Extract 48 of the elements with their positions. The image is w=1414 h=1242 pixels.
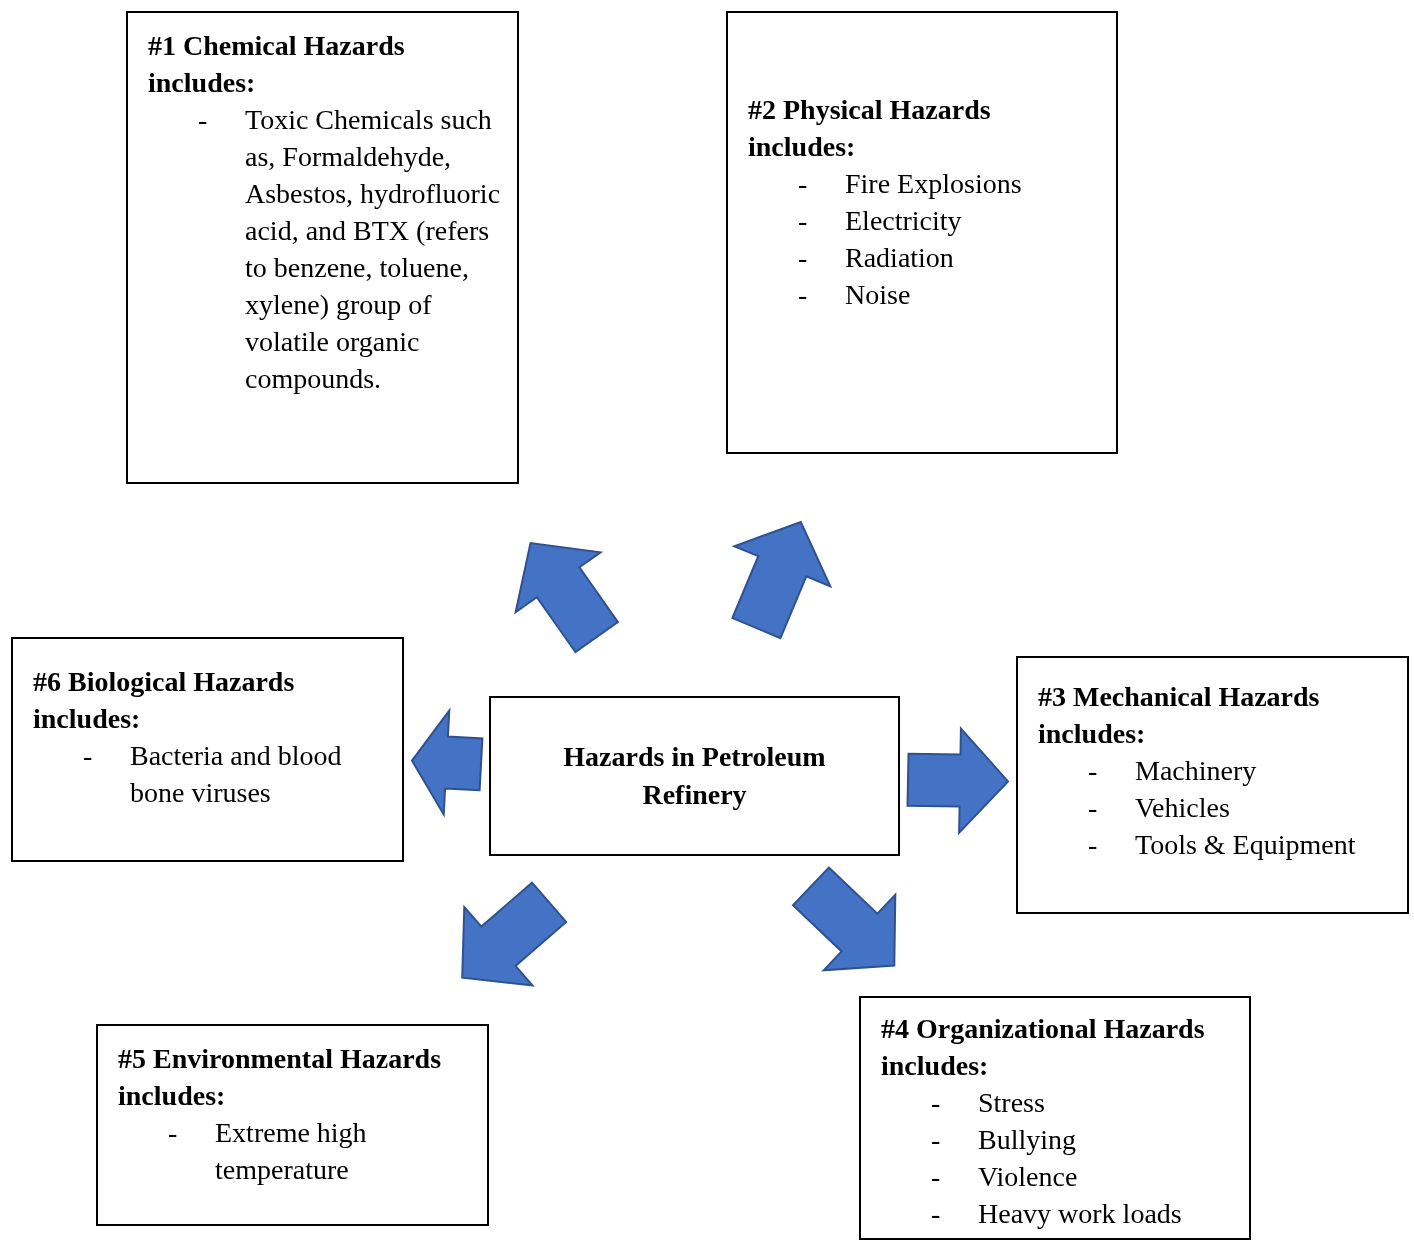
topic-box [489,696,900,856]
hazard-box [859,996,1251,1240]
list-dash: - [798,241,809,275]
list-item: Extreme high temperature [215,1116,368,1187]
list-dash: - [83,739,94,773]
list-dash: - [798,204,809,238]
list-item: Fire Explosions [845,167,1022,201]
list-item: Violence [978,1160,1078,1194]
list-dash: - [1088,828,1099,862]
list-item: Heavy work loads [978,1197,1182,1231]
list-dash: - [168,1116,179,1150]
hazard-heading: #2 Physical Hazards includes: [748,93,992,164]
hazard-box [1016,656,1409,914]
list-dash: - [1088,754,1099,788]
block-arrow [906,726,1010,836]
list-dash: - [931,1086,942,1120]
hazard-heading: #5 Environmental Hazards includes: [118,1042,443,1113]
list-item: Vehicles [1135,791,1230,825]
block-arrow [791,866,897,972]
list-item: Radiation [845,241,954,275]
list-dash: - [931,1160,942,1194]
list-item: Bacteria and blood bone viruses [130,739,343,810]
topic-title: Hazards in Petroleum Refinery [562,740,827,812]
list-item: Tools & Equipment [1135,828,1356,862]
hazard-box [96,1024,489,1226]
hazard-heading: #6 Biological Hazards includes: [33,665,296,736]
list-item: Machinery [1135,754,1257,788]
list-item: Noise [845,278,911,312]
list-dash: - [931,1123,942,1157]
list-dash: - [931,1197,942,1231]
block-arrow [514,541,620,654]
list-dash: - [1088,791,1099,825]
list-dash: - [798,167,809,201]
list-item: Stress [978,1086,1045,1120]
hazard-box [726,11,1118,454]
block-arrow [461,881,568,987]
hazard-heading: #3 Mechanical Hazards includes: [1038,680,1321,751]
block-arrow [731,520,833,640]
hazard-box [11,637,404,862]
list-item: Bullying [978,1123,1076,1157]
hazard-heading: #1 Chemical Hazards includes: [148,29,406,100]
list-dash: - [798,278,809,312]
list-item: Toxic Chemicals such as, Formaldehyde, Asbestos, hydrofluoric acid, and BTX (refers to benzene, toluene, xylene) group of volatile organic compounds. [245,103,502,396]
hazard-heading: #4 Organizational Hazards includes: [881,1012,1206,1083]
list-dash: - [198,103,209,137]
block-arrow [410,707,484,818]
list-item: Electricity [845,204,962,238]
hazard-box [126,11,519,484]
